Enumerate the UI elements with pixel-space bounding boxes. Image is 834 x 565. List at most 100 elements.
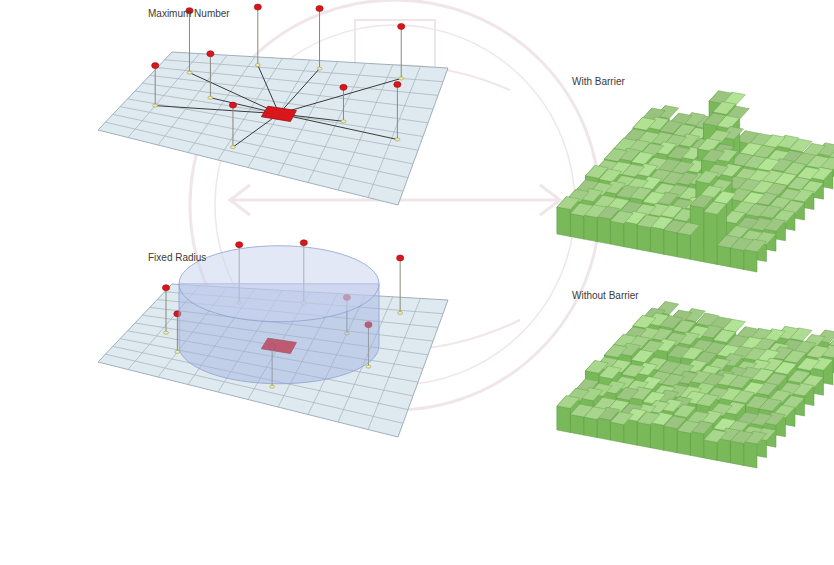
sample-base: [164, 331, 169, 334]
voxel-front: [637, 422, 650, 448]
voxel-top: [698, 138, 721, 151]
voxel-top: [702, 149, 725, 162]
sample-base: [317, 67, 322, 70]
sample-point: [229, 102, 236, 108]
voxel-top: [696, 171, 719, 184]
sample-base: [208, 96, 213, 99]
sample-base: [398, 311, 403, 314]
voxel-top: [787, 370, 810, 383]
voxel-front: [704, 440, 717, 461]
voxel-front: [744, 250, 757, 273]
with-barrier-surface: [557, 91, 834, 272]
sample-base: [395, 138, 400, 141]
voxel-front: [650, 227, 663, 255]
voxel-top: [570, 404, 593, 417]
voxel-front: [570, 415, 583, 436]
neighbour-link: [279, 78, 401, 113]
panel-title: Maximum Number: [148, 8, 230, 19]
sample-point: [152, 63, 159, 69]
voxel-front: [690, 431, 703, 458]
sample-point: [300, 240, 307, 246]
voxel-front: [557, 406, 570, 433]
pin-stem: [155, 66, 156, 106]
pin-stem: [400, 258, 401, 313]
voxel-front: [730, 441, 743, 466]
pin-stem: [319, 9, 320, 69]
voxel-front: [704, 212, 717, 265]
pin-stem: [397, 84, 398, 139]
voxel-top: [605, 149, 628, 162]
grid-line: [113, 114, 408, 177]
neighbour-link: [279, 69, 320, 114]
sample-base: [366, 365, 371, 368]
voxel-top: [704, 113, 727, 126]
sample-base: [187, 71, 192, 74]
voxel-front: [597, 217, 610, 245]
voxel-top: [704, 430, 727, 443]
sample-point: [340, 84, 347, 90]
pin-stem: [232, 105, 233, 147]
pin-stem: [177, 314, 178, 352]
voxel-front: [650, 423, 663, 451]
voxel-front: [597, 418, 610, 441]
voxel-top: [633, 315, 656, 328]
voxel-front: [690, 205, 703, 262]
sample-point: [254, 4, 261, 10]
voxel-top: [717, 235, 740, 248]
grid-line: [308, 63, 365, 182]
sample-point: [162, 285, 169, 291]
sample-point: [236, 242, 243, 248]
sample-point: [207, 51, 214, 57]
voxel-front: [557, 207, 570, 237]
voxel-front: [677, 233, 690, 259]
panel-title: Without Barrier: [572, 290, 639, 301]
sample-base: [270, 385, 275, 388]
target-cell: [261, 106, 296, 121]
voxel-top: [713, 102, 736, 115]
fixed-radius-panel: [98, 240, 448, 437]
sample-base: [341, 120, 346, 123]
grid-line: [120, 107, 413, 164]
neighbour-link: [189, 73, 279, 114]
sample-base: [230, 146, 235, 149]
voxel-front: [570, 214, 583, 240]
voxel-front: [584, 215, 597, 242]
sample-point: [316, 6, 323, 12]
pin-stem: [189, 11, 190, 73]
voxel-front: [584, 417, 597, 438]
voxel-top: [690, 195, 713, 208]
pin-stem: [401, 26, 402, 78]
voxel-front: [717, 438, 730, 463]
voxel-top: [709, 91, 732, 104]
voxel-front: [610, 422, 623, 443]
voxel-front: [744, 442, 757, 469]
search-cylinder-top: [179, 246, 379, 322]
pin-stem: [257, 7, 258, 65]
panel-title: With Barrier: [572, 76, 625, 87]
voxel-top: [586, 360, 609, 373]
panel-title: Fixed Radius: [148, 252, 206, 263]
voxel-top: [633, 117, 656, 130]
pin-stem: [343, 87, 344, 121]
voxel-front: [624, 222, 637, 250]
voxel-front: [610, 221, 623, 247]
sample-base: [153, 104, 158, 107]
sample-base: [255, 64, 260, 67]
grid-line: [135, 91, 423, 137]
voxel-front: [664, 426, 677, 453]
voxel-top: [586, 165, 609, 178]
max-number-panel: [98, 4, 448, 205]
voxel-front: [637, 225, 650, 252]
voxel-front: [717, 245, 730, 267]
sample-point: [397, 255, 404, 261]
grid-line: [105, 122, 403, 191]
neighbour-link: [279, 114, 397, 140]
voxel-top: [557, 396, 580, 409]
sample-point: [398, 23, 405, 29]
sample-base: [175, 350, 180, 353]
voxel-top: [557, 197, 580, 210]
sample-base: [399, 77, 404, 80]
voxel-front: [664, 230, 677, 256]
